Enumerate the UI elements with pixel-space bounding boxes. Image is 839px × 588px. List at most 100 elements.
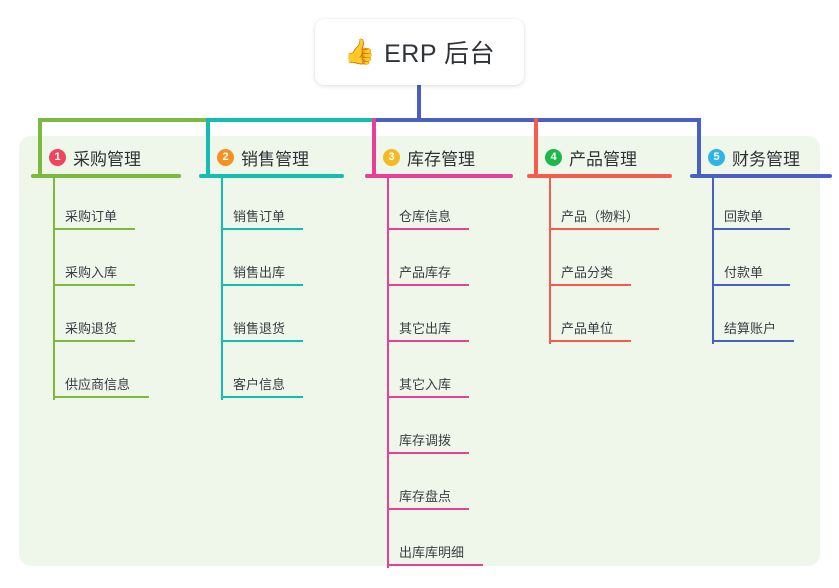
branch-title: 财务管理 — [732, 149, 800, 169]
branch-item-rule — [53, 396, 149, 398]
branch-item-list: 产品（物料） 产品分类产品单位 — [527, 178, 672, 346]
branch-header-rule — [199, 174, 344, 178]
branch-item[interactable]: 其它出库 — [365, 290, 513, 346]
branch-item[interactable]: 产品分类 — [527, 234, 672, 290]
branch-item-list: 回款单付款单结算账户 — [690, 178, 832, 346]
branch-item-rule — [712, 284, 790, 286]
branch-drop-connector-2 — [206, 118, 210, 174]
branch-index-badge: 4 — [545, 148, 562, 166]
branch-header-1[interactable]: 1 采购管理 — [31, 146, 181, 169]
branch-trunk-line — [549, 178, 551, 344]
branch-column-2: 2 销售管理销售订单销售出库销售退货客户信息 — [199, 146, 344, 402]
branch-item-rule — [221, 228, 303, 230]
branch-item[interactable]: 库存调拨 — [365, 402, 513, 458]
branch-item-label: 供应商信息 — [65, 377, 131, 392]
branch-item[interactable]: 库存盘点 — [365, 458, 513, 514]
branch-item[interactable]: 销售出库 — [199, 234, 344, 290]
branch-item-label: 其它入库 — [399, 377, 452, 392]
branch-item[interactable]: 结算账户 — [690, 290, 832, 346]
branch-title: 销售管理 — [241, 149, 309, 169]
branch-item-rule — [53, 284, 135, 286]
branch-item-rule — [549, 228, 659, 230]
distribution-bar-segment-1 — [38, 118, 210, 122]
branch-trunk-line — [221, 178, 223, 400]
branch-item-rule — [712, 228, 790, 230]
root-node-title: ERP 后台 — [384, 40, 496, 68]
branch-header-5[interactable]: 5 财务管理 — [690, 146, 832, 169]
branch-item[interactable]: 产品（物料） — [527, 178, 672, 234]
branch-item-rule — [221, 340, 303, 342]
branch-item-label: 出库库明细 — [399, 545, 465, 560]
branch-trunk-line — [712, 178, 714, 344]
branch-item-label: 其它出库 — [399, 321, 452, 336]
root-node-card[interactable]: 👍 ERP 后台 — [315, 19, 524, 85]
branch-trunk-line — [387, 178, 389, 568]
branch-item[interactable]: 产品单位 — [527, 290, 672, 346]
branch-item[interactable]: 销售退货 — [199, 290, 344, 346]
branch-item-rule — [221, 396, 303, 398]
branch-item-rule — [387, 396, 469, 398]
branch-item-label: 销售退货 — [233, 321, 286, 336]
branch-item-label: 库存盘点 — [399, 489, 452, 504]
branch-item[interactable]: 产品库存 — [365, 234, 513, 290]
branch-item[interactable]: 其它入库 — [365, 346, 513, 402]
branch-item-rule — [53, 228, 135, 230]
branch-item-label: 结算账户 — [724, 321, 777, 336]
branch-header-rule — [527, 174, 672, 178]
branch-item-label: 采购入库 — [65, 265, 118, 280]
branch-title: 采购管理 — [73, 149, 141, 169]
branch-item-label: 采购退货 — [65, 321, 118, 336]
branch-item[interactable]: 出库库明细 — [365, 514, 513, 570]
branch-item[interactable]: 客户信息 — [199, 346, 344, 402]
branch-item-rule — [387, 508, 469, 510]
branch-drop-connector-1 — [38, 118, 42, 174]
branch-item-label: 产品单位 — [561, 321, 614, 336]
branch-item-label: 客户信息 — [233, 377, 286, 392]
branch-item-rule — [387, 452, 469, 454]
branch-header-rule — [690, 174, 832, 178]
distribution-bar-segment-2 — [206, 118, 376, 122]
branch-index-badge: 1 — [49, 148, 66, 166]
diagram-background-panel — [19, 136, 820, 566]
branch-trunk-line — [53, 178, 55, 400]
branch-item[interactable]: 采购订单 — [31, 178, 181, 234]
thumbs-up-icon: 👍 — [343, 37, 376, 66]
branch-item-rule — [549, 284, 631, 286]
branch-item[interactable]: 供应商信息 — [31, 346, 181, 402]
branch-item-rule — [53, 340, 135, 342]
branch-item[interactable]: 仓库信息 — [365, 178, 513, 234]
branch-header-2[interactable]: 2 销售管理 — [199, 146, 344, 169]
branch-index-badge: 2 — [217, 148, 234, 166]
branch-item-rule — [387, 340, 469, 342]
branch-item-rule — [387, 228, 469, 230]
branch-item-label: 销售出库 — [233, 265, 286, 280]
branch-item[interactable]: 付款单 — [690, 234, 832, 290]
branch-index-badge: 3 — [383, 148, 400, 166]
branch-item-rule — [221, 284, 303, 286]
branch-item-rule — [712, 340, 794, 342]
branch-header-rule — [31, 174, 181, 178]
branch-item-rule — [387, 564, 483, 566]
branch-item-label: 采购订单 — [65, 209, 118, 224]
branch-item[interactable]: 销售订单 — [199, 178, 344, 234]
branch-drop-connector-3 — [372, 118, 376, 174]
branch-title: 产品管理 — [569, 149, 637, 169]
branch-item-label: 仓库信息 — [399, 209, 452, 224]
branch-item-label: 回款单 — [724, 209, 764, 224]
branch-item[interactable]: 回款单 — [690, 178, 832, 234]
branch-item-label: 付款单 — [724, 265, 764, 280]
branch-column-4: 4 产品管理产品（物料） 产品分类产品单位 — [527, 146, 672, 346]
branch-drop-connector-5 — [697, 118, 701, 174]
branch-index-badge: 5 — [708, 148, 725, 166]
branch-item[interactable]: 采购入库 — [31, 234, 181, 290]
branch-item[interactable]: 采购退货 — [31, 290, 181, 346]
branch-drop-connector-4 — [534, 118, 538, 174]
branch-item-list: 采购订单采购入库采购退货供应商信息 — [31, 178, 181, 402]
branch-item-label: 产品分类 — [561, 265, 614, 280]
branch-item-label: 销售订单 — [233, 209, 286, 224]
branch-header-4[interactable]: 4 产品管理 — [527, 146, 672, 169]
branch-header-rule — [365, 174, 513, 178]
